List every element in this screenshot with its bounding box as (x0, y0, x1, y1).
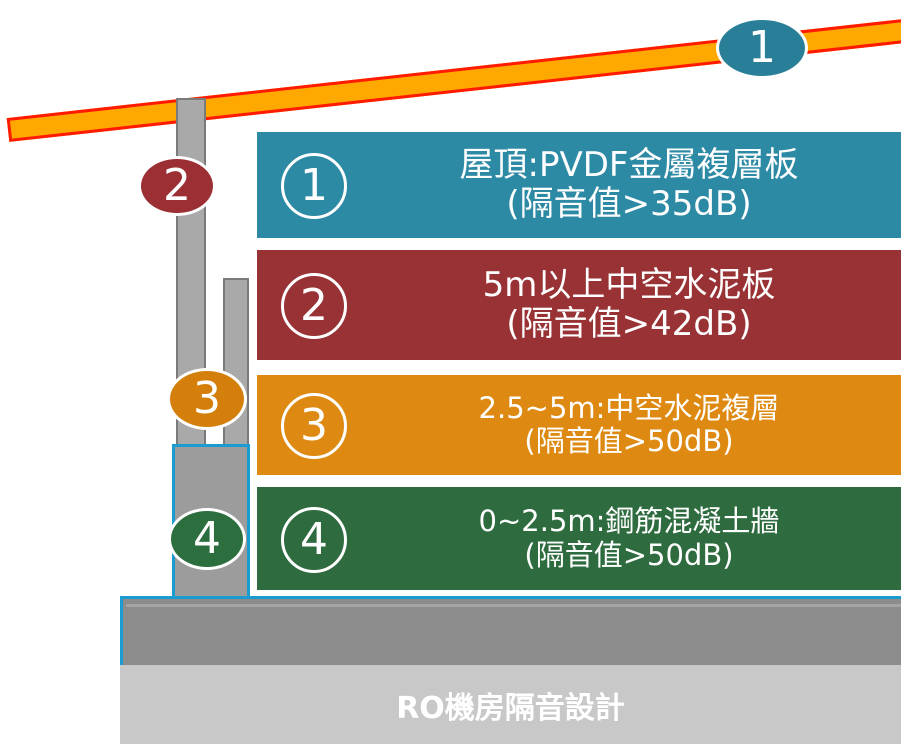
layer-band-lower-wall: 4 0~2.5m:鋼筋混凝土牆 (隔音值>50dB) (257, 487, 901, 590)
layer-band-middle-wall: 3 2.5~5m:中空水泥複層 (隔音值>50dB) (257, 375, 901, 475)
layer-number-4: 4 (281, 506, 347, 573)
layer-rating-upper-wall: (隔音值>42dB) (506, 304, 752, 344)
layer-text-roof: 屋頂:PVDF金屬複層板 (隔音值>35dB) (367, 132, 891, 238)
layer-rating-roof: (隔音值>35dB) (506, 184, 752, 224)
layer-band-upper-wall: 2 5m以上中空水泥板 (隔音值>42dB) (257, 250, 901, 360)
layer-band-roof: 1 屋頂:PVDF金屬複層板 (隔音值>35dB) (257, 132, 901, 238)
badge-lower-wall: 4 (168, 508, 246, 570)
layer-number-3: 3 (281, 393, 347, 459)
layer-number-2: 2 (281, 273, 347, 339)
layer-title-middle-wall: 2.5~5m:中空水泥複層 (478, 390, 780, 425)
layer-text-lower-wall: 0~2.5m:鋼筋混凝土牆 (隔音值>50dB) (367, 487, 891, 590)
badge-upper-wall: 2 (138, 156, 216, 216)
layer-number-1: 1 (281, 153, 347, 219)
layer-rating-middle-wall: (隔音值>50dB) (524, 424, 734, 458)
layer-text-upper-wall: 5m以上中空水泥板 (隔音值>42dB) (367, 250, 891, 360)
layer-title-roof: 屋頂:PVDF金屬複層板 (459, 144, 799, 185)
layer-title-lower-wall: 0~2.5m:鋼筋混凝土牆 (478, 504, 780, 539)
diagram-caption: RO機房隔音設計 (120, 665, 901, 744)
floor-slab-highlight (126, 604, 901, 607)
layer-rating-lower-wall: (隔音值>50dB) (524, 537, 734, 572)
badge-roof: 1 (716, 17, 808, 79)
layer-text-middle-wall: 2.5~5m:中空水泥複層 (隔音值>50dB) (367, 375, 891, 475)
badge-middle-wall: 3 (167, 368, 247, 430)
layer-title-upper-wall: 5m以上中空水泥板 (482, 264, 776, 305)
